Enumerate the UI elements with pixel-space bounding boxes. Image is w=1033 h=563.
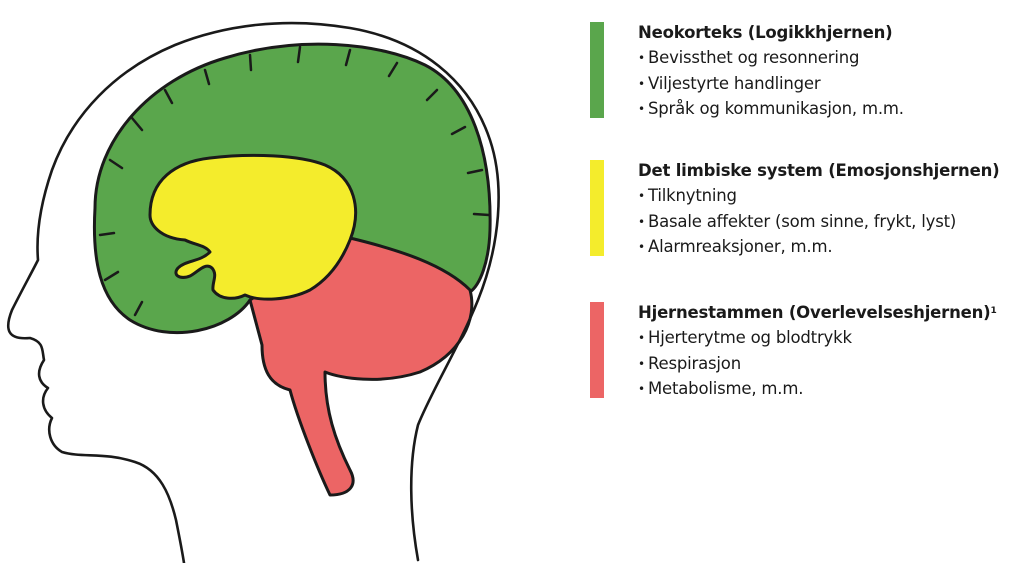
neocortex-color-swatch xyxy=(590,22,604,118)
legend-item: •Respirasjon xyxy=(638,352,1033,378)
legend-item-list: •Bevissthet og resonnering •Viljestyrte … xyxy=(638,46,1033,123)
legend-title: Hjernestammen (Overlevelseshjernen)1 xyxy=(638,302,1033,324)
legend-item: •Metabolisme, m.m. xyxy=(638,377,1033,403)
limbic-color-swatch xyxy=(590,160,604,256)
legend-item: •Hjerterytme og blodtrykk xyxy=(638,326,1033,352)
legend-item-list: •Hjerterytme og blodtrykk •Respirasjon •… xyxy=(638,326,1033,403)
legend-title: Neokorteks (Logikkhjernen) xyxy=(638,22,1033,44)
legend-title: Det limbiske system (Emosjonshjernen) xyxy=(638,160,1033,182)
legend-item: •Tilknytning xyxy=(638,184,1033,210)
footnote-marker: 1 xyxy=(991,306,997,316)
legend-item: •Alarmreaksjoner, m.m. xyxy=(638,235,1033,261)
legend-item: •Bevissthet og resonnering xyxy=(638,46,1033,72)
legend-item: •Basale affekter (som sinne, frykt, lyst… xyxy=(638,210,1033,236)
legend-item-list: •Tilknytning •Basale affekter (som sinne… xyxy=(638,184,1033,261)
brainstem-color-swatch xyxy=(590,302,604,398)
brain-illustration xyxy=(94,44,490,495)
legend-item: •Språk og kommunikasjon, m.m. xyxy=(638,97,1033,123)
limbic-region xyxy=(150,155,356,299)
legend-item: •Viljestyrte handlinger xyxy=(638,72,1033,98)
